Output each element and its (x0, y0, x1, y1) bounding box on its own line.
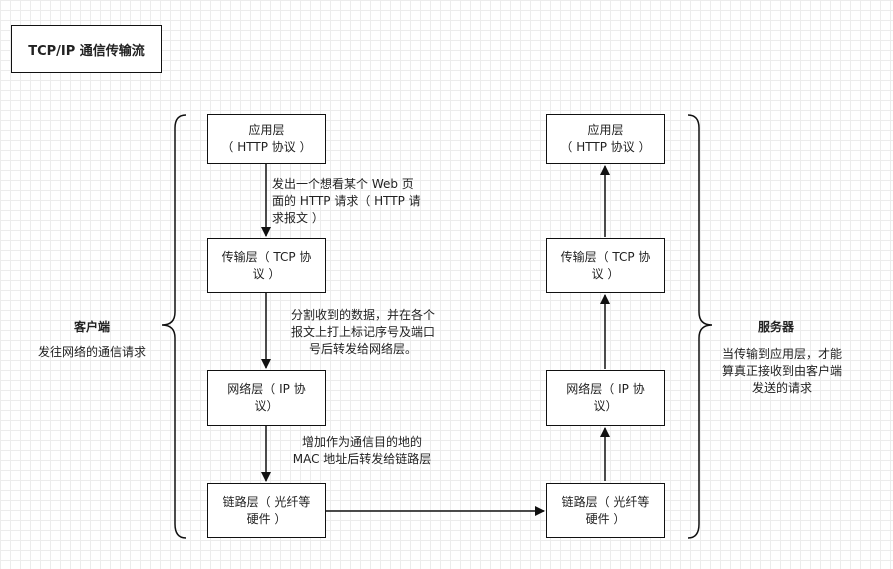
client-network-layer: 网络层（ IP 协议） (207, 370, 326, 426)
server-brace (687, 114, 713, 539)
client-link-layer: 链路层（ 光纤等硬件 ） (207, 483, 326, 538)
client-transport-layer: 传输层（ TCP 协议 ） (207, 238, 326, 293)
server-subtitle: 当传输到应用层，才能 算真正接收到由客户端 发送的请求 (721, 347, 842, 395)
annotation-segment-data: 分割收到的数据，并在各个 报文上打上标记序号及端口 号后转发给网络层。 (290, 308, 435, 356)
client-brace (161, 114, 187, 539)
annotation-mac-address: 增加作为通信目的地的 MAC 地址后转发给链路层 (292, 435, 432, 466)
server-network-layer: 网络层（ IP 协议） (546, 370, 665, 426)
client-application-layer: 应用层（ HTTP 协议 ） (207, 114, 326, 164)
server-transport-layer: 传输层（ TCP 协议 ） (546, 238, 665, 293)
annotation-http-request: 发出一个想看某个 Web 页 面的 HTTP 请求（ HTTP 请 求报文 ） (272, 177, 421, 225)
server-link-layer: 链路层（ 光纤等硬件 ） (546, 483, 665, 538)
server-title: 服务器 (757, 320, 794, 334)
client-subtitle: 发往网络的通信请求 (37, 345, 146, 359)
server-application-layer: 应用层（ HTTP 协议 ） (546, 114, 665, 164)
client-title: 客户端 (73, 320, 110, 334)
diagram-title: TCP/IP 通信传输流 (11, 25, 162, 73)
